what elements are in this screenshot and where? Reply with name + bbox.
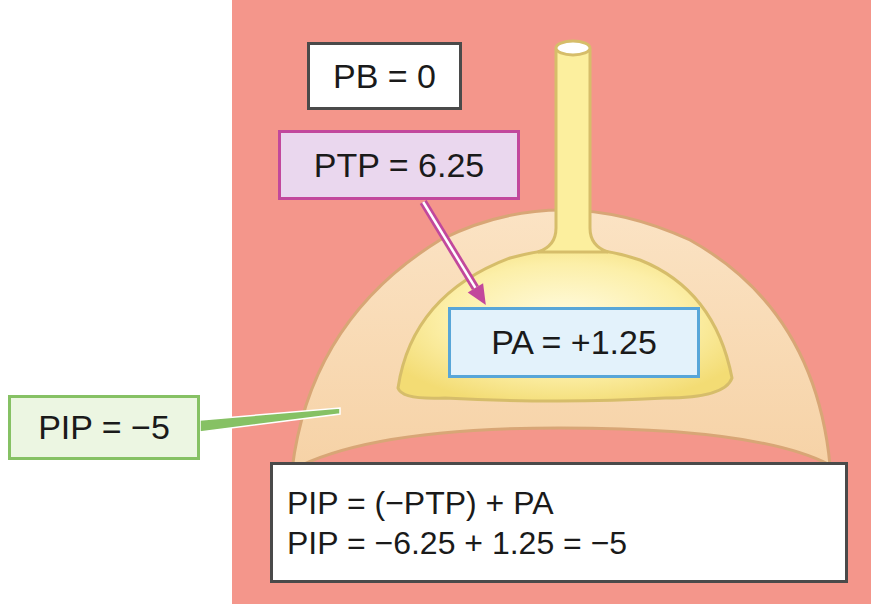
arrow-head: [468, 283, 486, 305]
pressure-label: PA = +1.25: [448, 307, 700, 378]
equation-box: PIP = (−PTP) + PAPIP = −6.25 + 1.25 = −5: [270, 462, 848, 583]
pressure-text: PA = +1.25: [491, 321, 657, 364]
trachea: [538, 50, 608, 252]
pressure-text: PTP = 6.25: [314, 144, 484, 187]
pressure-text: PIP = −5: [38, 406, 170, 449]
pressure-text: PIP = −6.25 + 1.25 = −5: [287, 523, 627, 563]
arrow-shaft: [423, 202, 475, 288]
pressure-label: PIP = −5: [8, 395, 200, 460]
pressure-label: PTP = 6.25: [278, 130, 520, 200]
pressure-text: PB = 0: [333, 55, 436, 98]
trachea-opening: [556, 41, 590, 55]
arrow-shaft: [423, 202, 475, 288]
pressure-label: PB = 0: [307, 42, 462, 110]
pressure-text: PIP = (−PTP) + PA: [287, 483, 553, 523]
leader-line: [200, 408, 340, 432]
pressure-arrow: [423, 202, 486, 305]
lung: [398, 250, 732, 401]
